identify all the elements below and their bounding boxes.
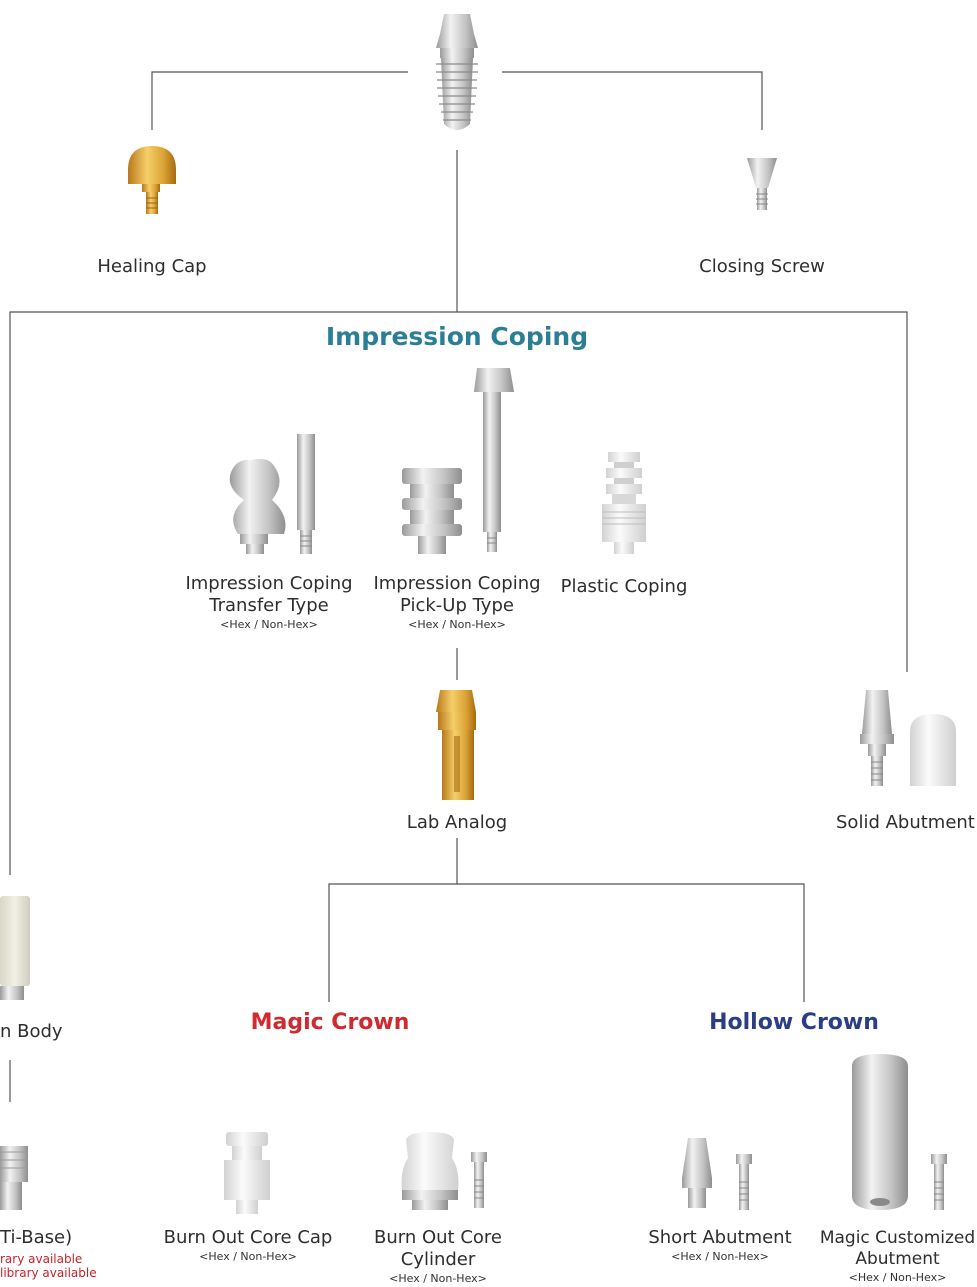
library-note-2: library available xyxy=(0,1266,97,1280)
lab-analog-icon xyxy=(436,690,476,800)
transfer-type-label: Impression Coping Transfer Type <Hex / N… xyxy=(174,573,364,632)
impression-coping-heading: Impression Coping xyxy=(325,322,589,351)
transfer-hex-note: <Hex / Non-Hex> xyxy=(220,618,318,631)
short-abutment-text: Short Abutment xyxy=(648,1227,792,1248)
closing-screw-icon xyxy=(747,158,777,210)
pickup-type-label: Impression Coping Pick-Up Type <Hex / No… xyxy=(362,573,552,632)
plastic-coping-label: Plastic Coping xyxy=(560,576,688,597)
transfer-line2: Transfer Type xyxy=(209,595,329,616)
burn-out-core-cap-icon xyxy=(224,1132,270,1214)
ti-base-label: Ti-Base) xyxy=(0,1227,73,1248)
connector-lines xyxy=(9,71,908,1102)
burn-out-core-cap-text: Burn Out Core Cap xyxy=(163,1227,333,1248)
magic-customized-abutment-icon xyxy=(852,1054,947,1210)
implant-icon xyxy=(436,14,478,130)
magic-customized-abutment-label: Magic Customized Abutment <Hex / Non-Hex… xyxy=(818,1228,977,1285)
burn-out-core-cap-label: Burn Out Core Cap <Hex / Non-Hex> xyxy=(158,1227,338,1264)
magic-customized-line2: Abutment xyxy=(855,1249,940,1269)
burn-out-cylinder-line2: Cylinder xyxy=(400,1249,476,1270)
healing-cap-icon xyxy=(128,146,176,214)
ti-base-icon xyxy=(0,1146,28,1210)
pickup-coping-icon xyxy=(402,368,514,554)
magic-customized-line1: Magic Customized xyxy=(819,1228,976,1248)
solid-abutment-label: Solid Abutment xyxy=(836,812,975,833)
library-note-1: rary available xyxy=(0,1252,83,1266)
short-abutment-hex-note: <Hex / Non-Hex> xyxy=(671,1250,769,1263)
burn-out-core-cylinder-label: Burn Out Core Cylinder <Hex / Non-Hex> xyxy=(354,1227,522,1286)
scan-body-label: n Body xyxy=(0,1021,63,1042)
solid-abutment-icon xyxy=(860,690,956,786)
closing-screw-label: Closing Screw xyxy=(699,256,825,277)
short-abutment-label: Short Abutment <Hex / Non-Hex> xyxy=(636,1227,804,1264)
burn-out-core-cylinder-icon xyxy=(401,1132,487,1210)
pickup-line2: Pick-Up Type xyxy=(400,595,514,616)
burn-out-core-cap-hex-note: <Hex / Non-Hex> xyxy=(199,1250,297,1263)
pickup-hex-note: <Hex / Non-Hex> xyxy=(408,618,506,631)
scan-body-icon xyxy=(0,896,30,1000)
pickup-line1: Impression Coping xyxy=(373,573,541,594)
short-abutment-icon xyxy=(682,1138,752,1210)
burn-out-cylinder-line1: Burn Out Core xyxy=(374,1227,502,1248)
lab-analog-label: Lab Analog xyxy=(406,812,508,833)
magic-crown-heading: Magic Crown xyxy=(250,1010,410,1035)
transfer-line1: Impression Coping xyxy=(185,573,353,594)
magic-customized-hex-note: <Hex / Non-Hex> xyxy=(848,1271,947,1284)
burn-out-cylinder-hex-note: <Hex / Non-Hex> xyxy=(389,1272,487,1285)
plastic-coping-icon xyxy=(602,452,646,554)
hollow-crown-heading: Hollow Crown xyxy=(709,1010,879,1035)
transfer-coping-icon xyxy=(229,434,315,554)
healing-cap-label: Healing Cap xyxy=(97,256,207,277)
